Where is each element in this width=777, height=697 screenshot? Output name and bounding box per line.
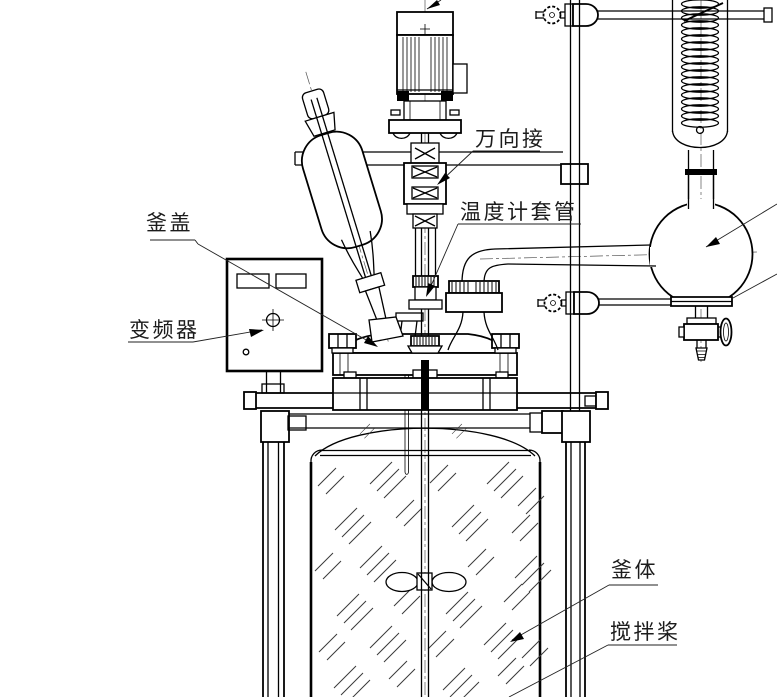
kettle-lid — [328, 312, 520, 411]
frame — [243, 371, 609, 697]
annotations: 釜盖 变频器 万向接 温度计套管 釜体 搅拌桨 — [128, 0, 777, 697]
label-stirring-paddle: 搅拌桨 — [610, 620, 681, 644]
stirring-propeller — [385, 571, 467, 593]
kettle-body-vessel — [309, 423, 552, 697]
funnel-socket — [368, 316, 404, 343]
discharge-stopcock — [678, 306, 733, 361]
label-kettle-lid: 釜盖 — [146, 211, 193, 235]
inverter-pilot-dot — [242, 348, 250, 356]
label-universal-joint: 万向接 — [475, 127, 546, 151]
coil-condenser — [671, 0, 729, 175]
inverter-control-box — [225, 257, 324, 373]
lid-port-cap — [445, 280, 503, 351]
stirrer-motor — [388, 11, 468, 152]
stand-clamp-bottom — [537, 291, 672, 315]
inverter-display-left — [236, 273, 270, 289]
dropping-funnel — [300, 71, 389, 342]
label-kettle-body: 釜体 — [611, 558, 658, 582]
stand-rod — [569, 0, 581, 412]
flask-support-ring — [670, 296, 733, 307]
label-thermometer-sleeve: 温度计套管 — [460, 200, 578, 224]
lid-bolt-right — [491, 333, 520, 354]
motor-fins — [402, 37, 448, 92]
stand-clamp-top — [535, 2, 773, 27]
glass-hatch — [314, 423, 552, 697]
inverter-knob[interactable] — [262, 309, 284, 331]
lid-bolt-left — [328, 333, 357, 354]
universal-joint — [403, 142, 447, 229]
label-frequency-inverter: 变频器 — [129, 318, 200, 342]
condenser-coil — [680, 0, 720, 135]
inverter-display-right — [275, 273, 307, 289]
vapor-tube — [461, 244, 657, 284]
receiving-flask — [648, 175, 754, 309]
